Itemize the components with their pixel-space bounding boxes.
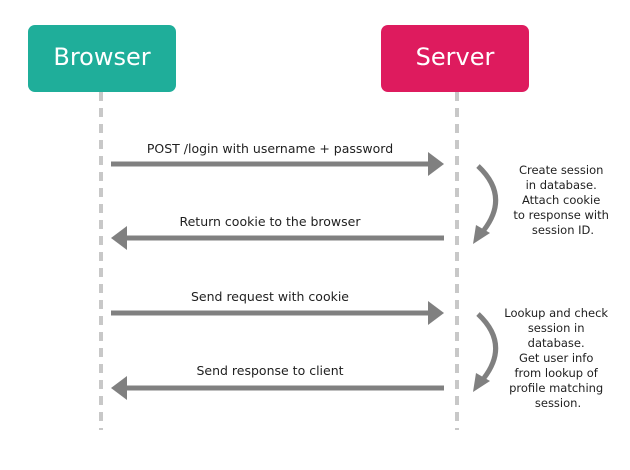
note-line: session ID. bbox=[532, 223, 594, 237]
curved-arrow-head bbox=[473, 373, 490, 392]
note-line: database. bbox=[528, 336, 585, 350]
message-return-cookie: Return cookie to the browser bbox=[111, 214, 444, 250]
note-line: Lookup and check bbox=[504, 306, 608, 320]
message-label: Return cookie to the browser bbox=[179, 214, 361, 229]
note-line: session. bbox=[535, 396, 581, 410]
message-label: Send request with cookie bbox=[191, 289, 349, 304]
server-label: Server bbox=[416, 43, 495, 71]
curved-arrow-icon bbox=[476, 164, 499, 232]
message-post-login: POST /login with username + password bbox=[111, 141, 444, 176]
note-line: Get user info bbox=[519, 351, 593, 365]
note-lookup-session: Lookup and check session in database. Ge… bbox=[504, 306, 611, 410]
message-arrow-head bbox=[111, 376, 127, 400]
browser-box bbox=[28, 25, 176, 92]
message-arrow-head bbox=[428, 152, 444, 176]
note-line: session in bbox=[528, 321, 585, 335]
message-send-request: Send request with cookie bbox=[111, 289, 444, 325]
self-process-arrow bbox=[473, 164, 499, 244]
note-line: to response with bbox=[513, 208, 609, 222]
note-line: Attach cookie bbox=[522, 193, 600, 207]
note-line: from lookup of bbox=[515, 366, 599, 380]
self-process-arrow bbox=[473, 312, 499, 392]
browser-actor: Browser bbox=[28, 25, 176, 92]
note-line: profile matching bbox=[509, 381, 603, 395]
curved-arrow-icon bbox=[476, 312, 499, 380]
note-create-session: Create session in database. Attach cooki… bbox=[513, 163, 612, 237]
message-label: POST /login with username + password bbox=[147, 141, 393, 156]
note-line: in database. bbox=[526, 178, 597, 192]
curved-arrow-head bbox=[473, 225, 490, 244]
message-send-response: Send response to client bbox=[111, 363, 444, 400]
server-box bbox=[381, 25, 529, 92]
message-arrow-head bbox=[111, 226, 127, 250]
message-arrow-head bbox=[428, 301, 444, 325]
message-label: Send response to client bbox=[196, 363, 343, 378]
server-actor: Server bbox=[381, 25, 529, 92]
browser-label: Browser bbox=[53, 43, 150, 71]
note-line: Create session bbox=[519, 163, 603, 177]
